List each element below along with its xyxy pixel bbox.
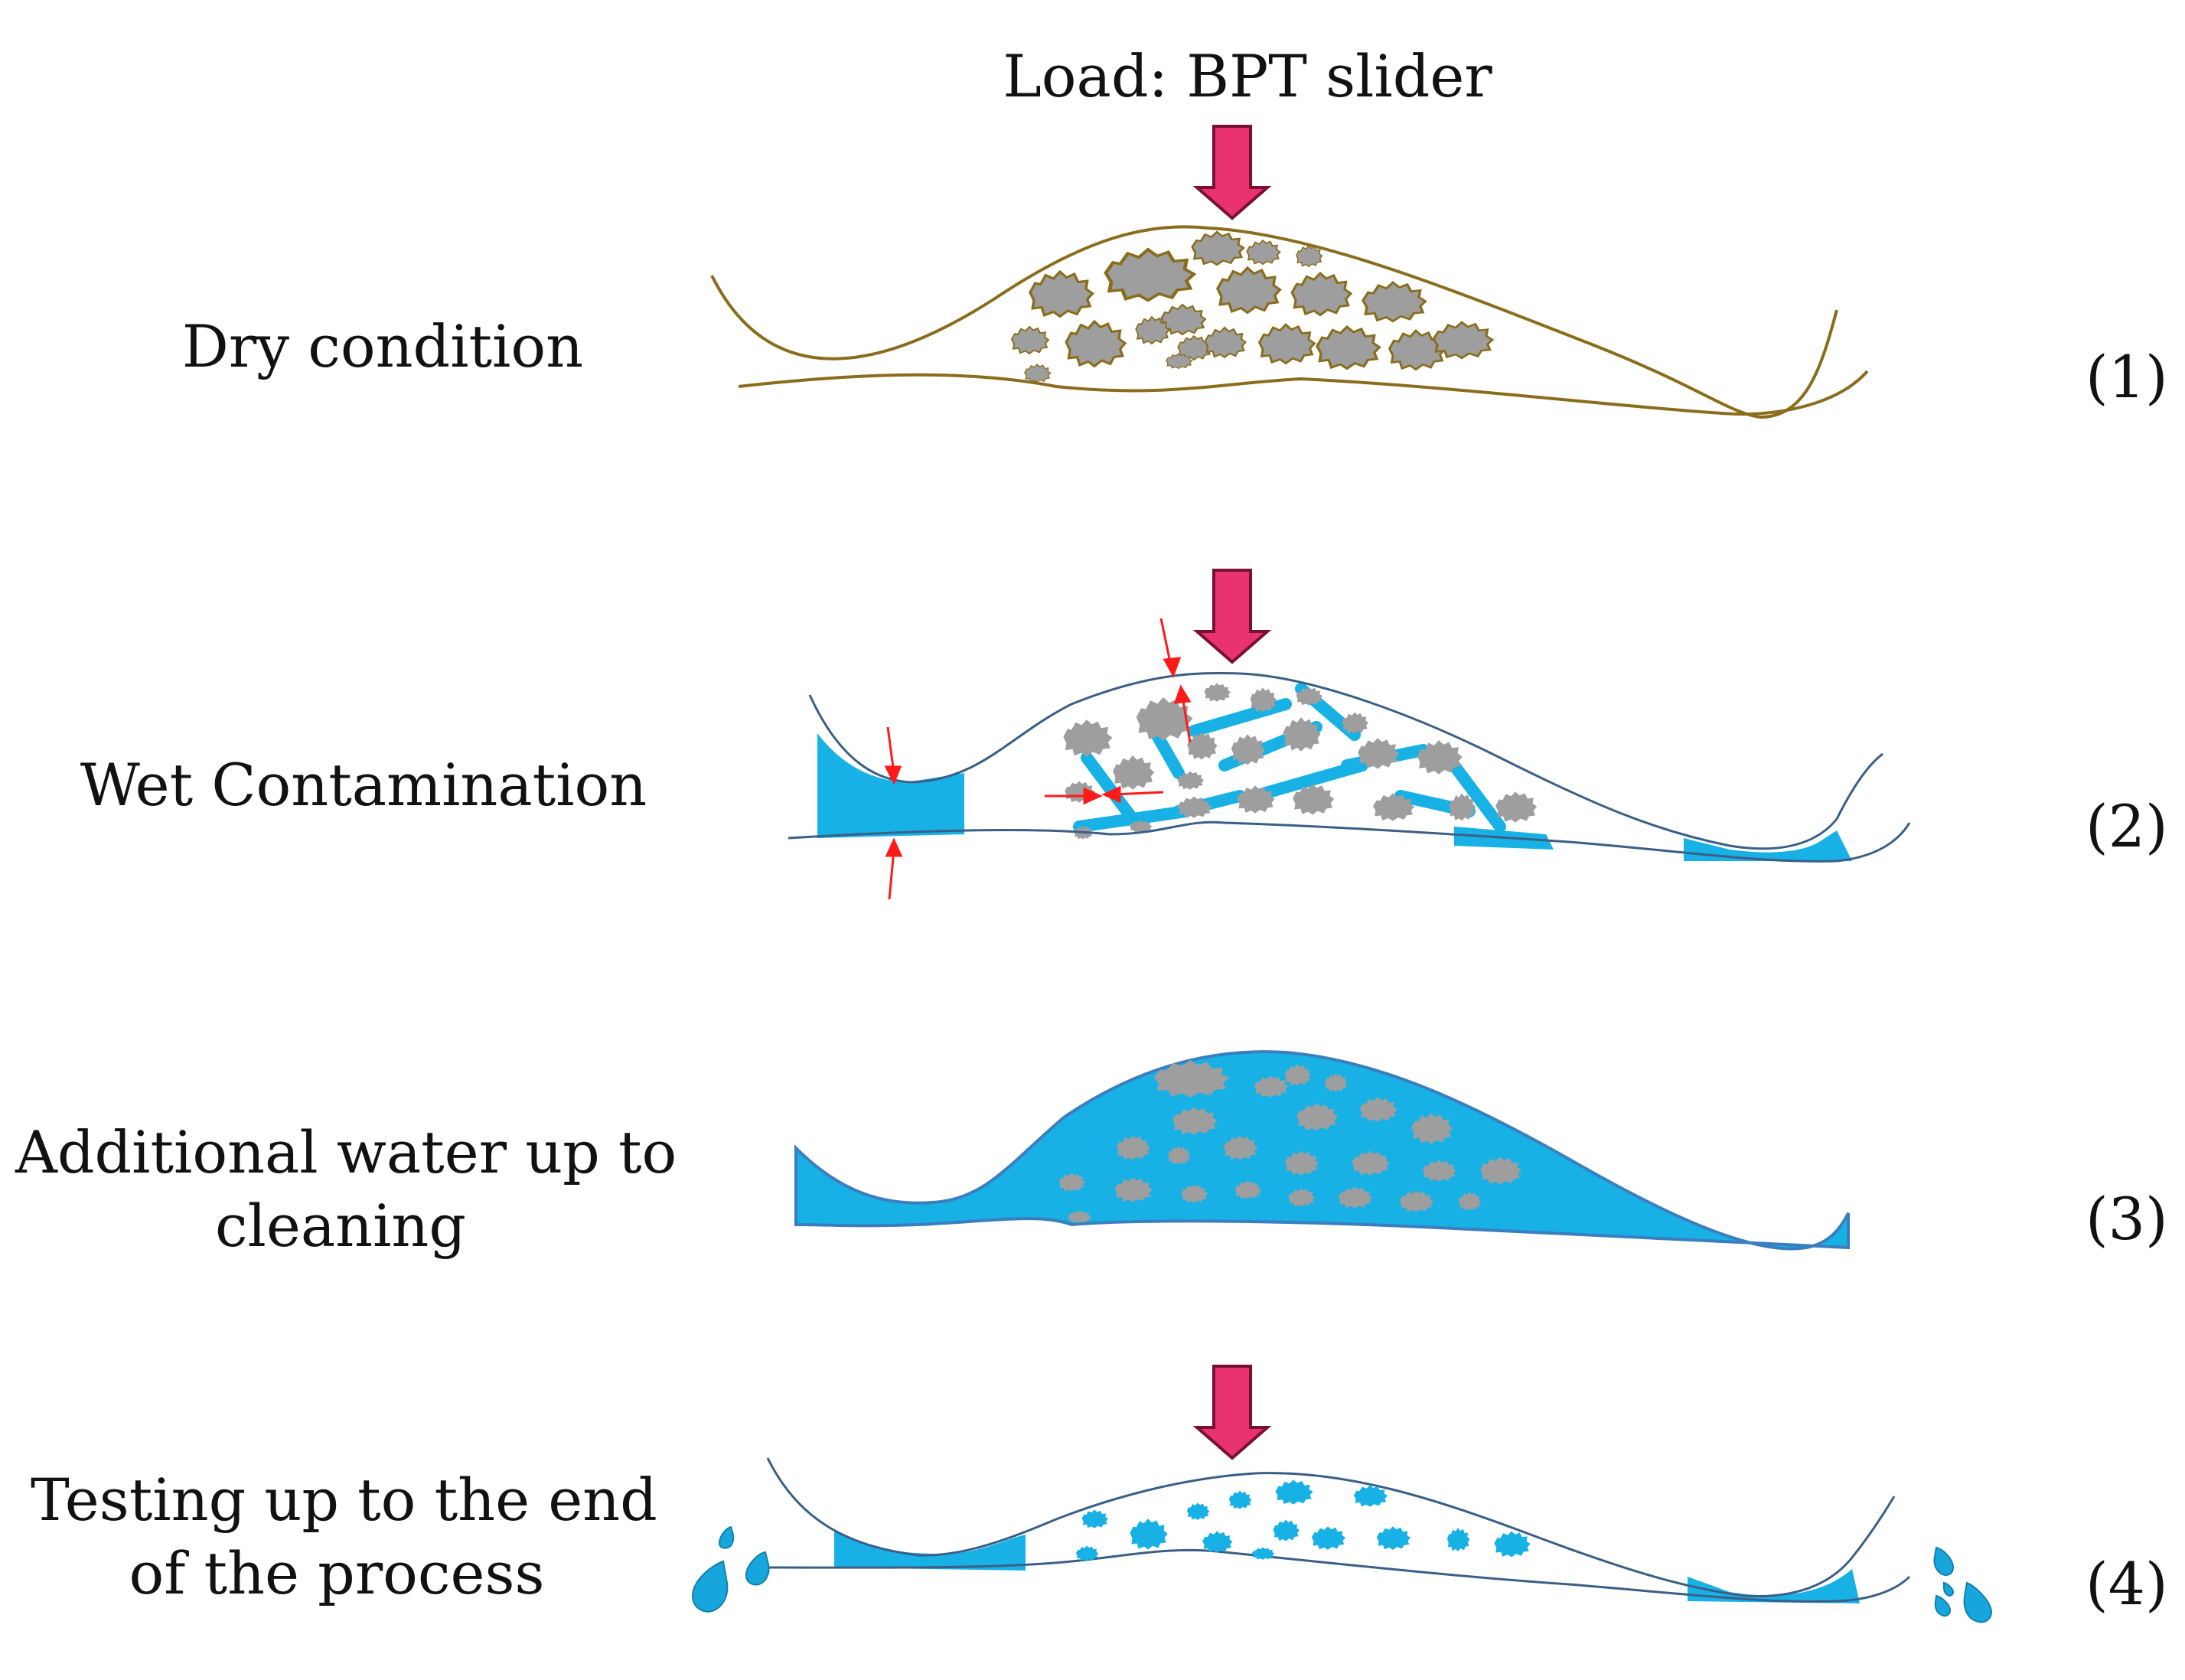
stage-3-label: Additional water up to cleaning (15, 1116, 677, 1263)
force-arrow-icon (884, 618, 1192, 900)
stage-4-label-line-1: Testing up to the end (31, 1466, 657, 1534)
figure-title: Load: BPT slider (1003, 42, 1492, 110)
stage-1-diagram (710, 125, 1869, 419)
water-pool-left (817, 733, 964, 838)
dry-aggregate-stones (1011, 230, 1494, 383)
water-pool-left (834, 1531, 1026, 1571)
stage-2-number: (2) (2086, 792, 2168, 860)
stage-4-diagram (691, 1365, 1993, 1623)
stage-3-number: (3) (2086, 1185, 2168, 1253)
load-arrow-icon (1195, 125, 1269, 220)
stage-1-label-line: Dry condition (181, 312, 584, 380)
load-arrow-icon (1195, 569, 1269, 664)
stage-3-label-line-1: Additional water up to (15, 1118, 677, 1186)
stage-2-label-line: Wet Contamination (80, 751, 647, 819)
water-pool-right (1684, 830, 1852, 861)
stage-1-label: Dry condition (153, 310, 612, 383)
stage-1-number: (1) (2086, 343, 2168, 411)
surface-bottom-line (788, 820, 1911, 863)
stage-2-label: Wet Contamination (77, 749, 651, 822)
surface-bottom-line (738, 370, 1869, 416)
surface-top-line (710, 225, 1838, 419)
stage-3-diagram (794, 1050, 1850, 1251)
surface-top-line (808, 672, 1883, 850)
stage-2-diagram (788, 569, 1911, 900)
water-body (794, 1050, 1850, 1251)
cleaned-aggregate-voids (1075, 1479, 1531, 1561)
stage-4-label-line-2: of the process (129, 1539, 545, 1607)
stage-3-label-line-2: cleaning (214, 1192, 466, 1260)
surface-bottom-line (757, 1548, 1911, 1603)
surface-top-line (766, 1457, 1896, 1598)
water-drop-icon (691, 1525, 1993, 1623)
stage-4-label: Testing up to the end of the process (31, 1463, 657, 1610)
stage-4-number: (4) (2086, 1550, 2168, 1618)
load-arrow-icon (1195, 1365, 1269, 1460)
